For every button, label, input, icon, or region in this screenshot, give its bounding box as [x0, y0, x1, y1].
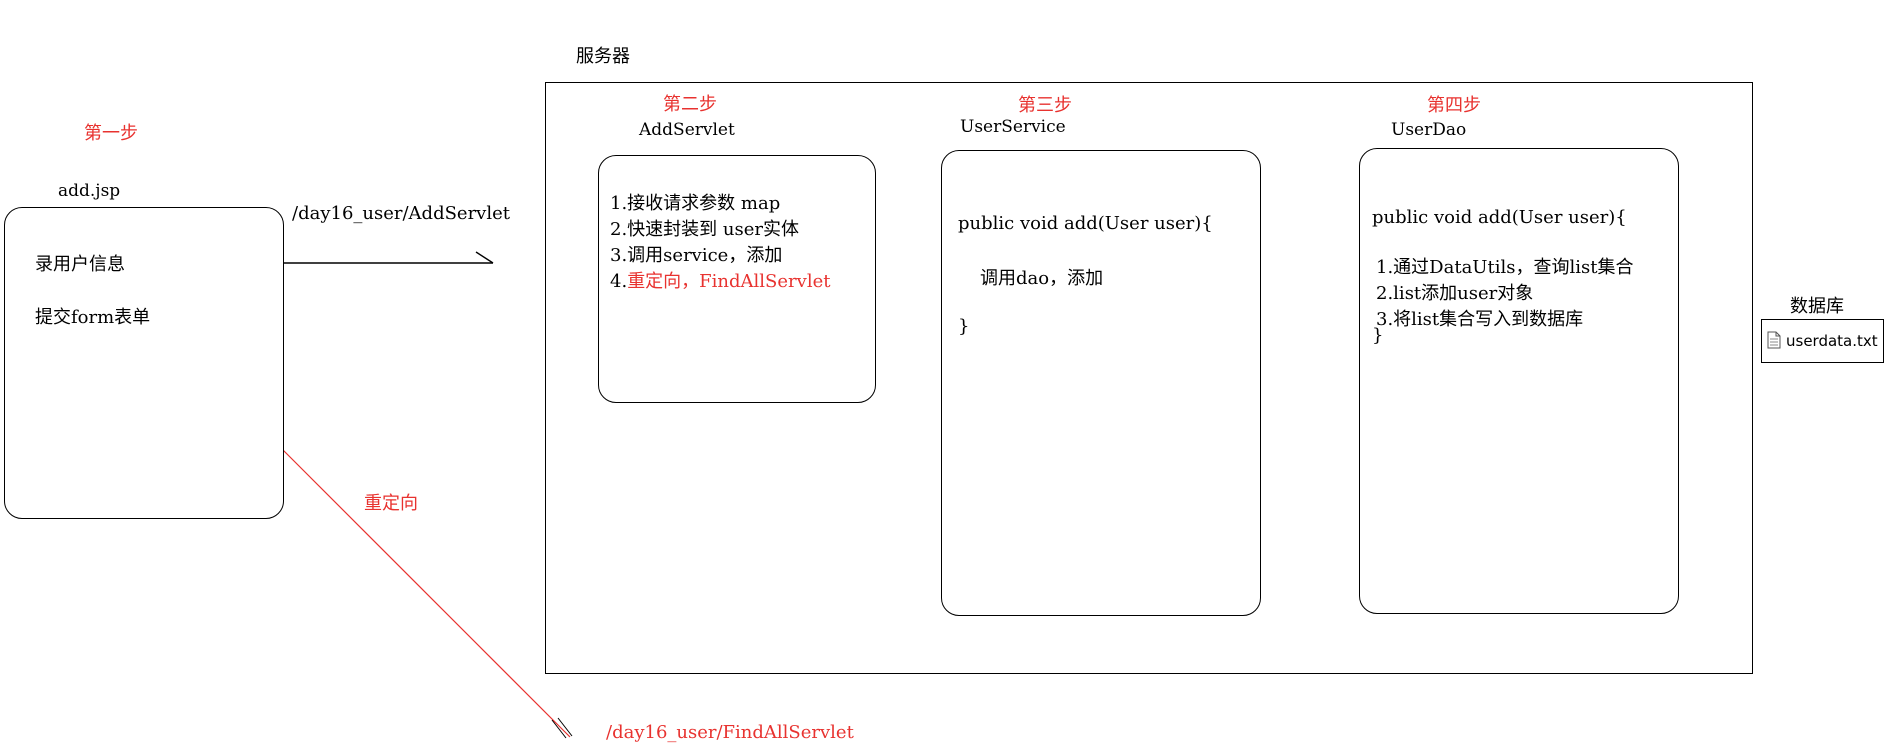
document-icon [1767, 331, 1781, 349]
dao-step-3: 3.将list集合写入到数据库 [1376, 309, 1584, 330]
page-name-label: add.jsp [58, 181, 121, 201]
user-service-box: public void add(User user){ 调用dao，添加 } [941, 150, 1261, 616]
redirect-label: 重定向 [364, 493, 418, 514]
add-jsp-box: 录用户信息 提交form表单 [4, 207, 284, 519]
add-servlet-box: 1.接收请求参数 map 2.快速封装到 user实体 3.调用service，… [598, 155, 876, 403]
dao-close-brace: } [1372, 325, 1384, 346]
userdata-file[interactable]: userdata.txt [1761, 319, 1884, 363]
servlet-step-4: 4.重定向，FindAllServlet [610, 269, 830, 295]
request-arrowhead [475, 251, 494, 264]
file-name: userdata.txt [1786, 332, 1878, 350]
redirect-arrowhead-a [551, 719, 567, 739]
servlet-name: AddServlet [639, 120, 735, 140]
servlet-step-4-text: 重定向，FindAllServlet [627, 271, 831, 292]
redirect-url-label: /day16_user/FindAllServlet [606, 722, 854, 743]
client-line-2: 提交form表单 [35, 307, 151, 328]
servlet-step-1: 1.接收请求参数 map [610, 193, 781, 214]
service-close-brace: } [958, 316, 970, 337]
step2-label: 第二步 [663, 94, 717, 115]
step3-label: 第三步 [1018, 95, 1072, 116]
step4-label: 第四步 [1427, 95, 1481, 116]
server-frame [545, 82, 1753, 674]
client-line-1: 录用户信息 [35, 254, 125, 275]
redirect-arrow-line [279, 446, 571, 738]
service-signature: public void add(User user){ [958, 213, 1213, 234]
service-name: UserService [960, 117, 1066, 137]
server-title: 服务器 [576, 46, 630, 67]
servlet-step-3: 3.调用service，添加 [610, 245, 783, 266]
dao-step-1: 1.通过DataUtils，查询list集合 [1376, 257, 1634, 278]
dao-step-2: 2.list添加user对象 [1376, 283, 1534, 304]
user-dao-box: public void add(User user){ 1.通过DataUtil… [1359, 148, 1679, 614]
database-label: 数据库 [1790, 296, 1844, 317]
step1-label: 第一步 [84, 123, 138, 144]
servlet-steps: 1.接收请求参数 map 2.快速封装到 user实体 3.调用service，… [610, 191, 830, 295]
request-url-label: /day16_user/AddServlet [292, 203, 510, 224]
servlet-step-4-number: 4. [610, 271, 628, 292]
servlet-step-2: 2.快速封装到 user实体 [610, 219, 799, 240]
redirect-arrowhead-b [557, 717, 573, 737]
dao-signature: public void add(User user){ [1372, 207, 1627, 228]
dao-name: UserDao [1391, 120, 1467, 140]
dao-steps: 1.通过DataUtils，查询list集合 2.list添加user对象 3.… [1376, 255, 1633, 333]
service-body: 调用dao，添加 [980, 268, 1104, 289]
